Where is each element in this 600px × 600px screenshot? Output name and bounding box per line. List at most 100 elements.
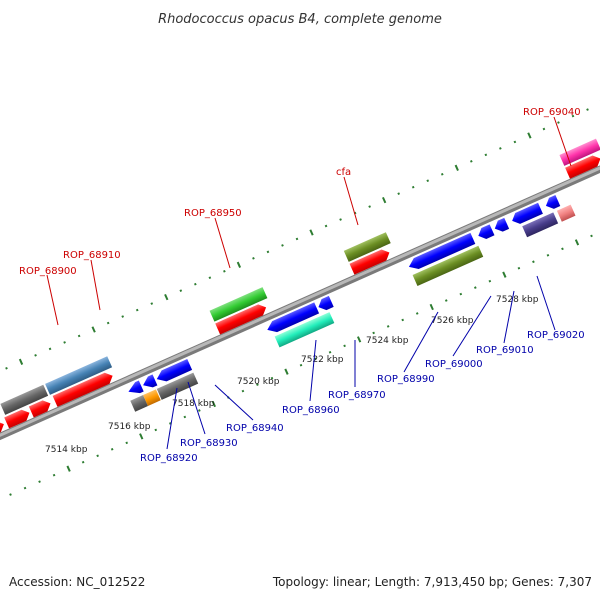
scale-minor-tick — [499, 147, 502, 150]
scale-major-tick — [236, 261, 242, 268]
gene-label-rop-68940[interactable]: ROP_68940 — [226, 423, 284, 434]
gene-label-rop-68900[interactable]: ROP_68900 — [19, 266, 77, 277]
scale-minor-tick — [110, 447, 114, 451]
forward-gene-arrow[interactable] — [52, 370, 115, 407]
scale-major-tick — [574, 239, 580, 246]
scale-labels: 7514 kbp 7516 kbp 7518 kbp 7520 kbp 7522… — [45, 295, 539, 455]
scale-major-tick — [502, 271, 507, 278]
reverse-gene-arrow[interactable] — [406, 232, 476, 272]
gene-bar-rop-68950[interactable] — [209, 287, 268, 322]
scale-minor-tick — [542, 127, 546, 131]
gene-label-rop-69010[interactable]: ROP_69010 — [476, 345, 534, 356]
scale-minor-tick — [372, 331, 375, 335]
scale-minor-tick — [401, 318, 405, 322]
scale-minor-tick — [154, 428, 158, 432]
gene-label-rop-68920[interactable]: ROP_68920 — [140, 453, 198, 464]
scale-minor-tick — [198, 409, 201, 412]
scale-label: 7524 kbp — [366, 336, 409, 346]
scale-major-tick — [356, 336, 362, 343]
gene-label-rop-68960[interactable]: ROP_68960 — [282, 405, 340, 416]
scale-minor-tick — [314, 357, 317, 361]
scale-label: 7518 kbp — [172, 399, 215, 409]
scale-label: 7520 kbp — [237, 377, 280, 387]
reverse-gene-arrow[interactable] — [154, 358, 193, 385]
gene-label-cfa[interactable]: cfa — [336, 167, 351, 178]
scale-minor-tick — [571, 114, 575, 118]
gene-bar[interactable] — [274, 312, 335, 348]
gene-label-rop-68990[interactable]: ROP_68990 — [377, 374, 435, 385]
scale-minor-tick — [106, 321, 110, 325]
gene-label-rop-68970[interactable]: ROP_68970 — [328, 390, 386, 401]
forward-genes-upper — [0, 138, 600, 415]
scale-major-tick — [91, 326, 96, 333]
gene-label-rop-69000[interactable]: ROP_69000 — [425, 359, 483, 370]
forward-gene-arrow[interactable] — [4, 407, 32, 429]
topology-text: Topology: linear; Length: 7,913,450 bp; … — [272, 575, 592, 589]
gene-bar[interactable] — [556, 204, 576, 222]
reverse-gene-arrow[interactable] — [510, 202, 543, 227]
scale-minor-tick — [440, 172, 444, 176]
scale-minor-tick — [150, 302, 154, 305]
forward-gene-arrow[interactable] — [349, 247, 392, 275]
scale-minor-tick — [38, 480, 41, 483]
accession-text: Accession: NC_012522 — [9, 575, 145, 589]
scale-minor-tick — [125, 441, 129, 445]
scale-minor-tick — [324, 224, 328, 228]
scale-minor-tick — [270, 376, 274, 380]
scale-major-tick — [139, 433, 144, 440]
scale-major-tick — [309, 229, 314, 236]
scale-minor-tick — [299, 363, 303, 367]
gene-bar[interactable] — [130, 395, 148, 412]
gene-label-rop-68910[interactable]: ROP_68910 — [63, 250, 121, 261]
gene-bar-rop-69040[interactable] — [559, 138, 600, 166]
scale-minor-tick — [252, 257, 255, 260]
scale-minor-tick — [48, 347, 52, 351]
scale-minor-tick — [590, 234, 593, 238]
scale-minor-tick — [77, 334, 81, 338]
gene-label-rop-69040[interactable]: ROP_69040 — [523, 107, 581, 118]
scale-minor-tick — [9, 493, 12, 496]
reverse-genes-upper — [126, 195, 561, 398]
scale-minor-tick — [81, 460, 85, 464]
gene-label-rop-68930[interactable]: ROP_68930 — [180, 438, 238, 449]
scale-minor-tick — [135, 308, 139, 312]
reverse-gene-arrow[interactable] — [492, 217, 510, 234]
gene-bar-rop-68910[interactable] — [45, 356, 113, 395]
scale-minor-tick — [469, 160, 473, 163]
scale-major-tick — [66, 465, 71, 472]
reverse-gene-arrow[interactable] — [141, 374, 158, 390]
reverse-gene-arrow[interactable] — [544, 195, 561, 211]
reverse-gene-arrow[interactable] — [126, 380, 144, 398]
scale-major-tick — [382, 196, 387, 204]
gene-bar[interactable] — [143, 389, 161, 407]
scale-minor-tick — [586, 108, 589, 111]
scale-label: 7516 kbp — [108, 422, 151, 432]
gene-bar-cfa[interactable] — [343, 232, 391, 262]
scale-minor-tick — [223, 269, 226, 273]
genome-title: Rhodococcus opacus B4, complete genome — [158, 12, 442, 27]
gene-bar[interactable] — [412, 245, 484, 287]
reverse-gene-arrow[interactable] — [265, 302, 320, 335]
scale-minor-tick — [63, 341, 66, 344]
reverse-gene-arrow[interactable] — [316, 295, 334, 313]
gene-bar[interactable] — [522, 212, 559, 238]
forward-gene-arrow[interactable] — [565, 153, 600, 179]
gene-bar[interactable] — [0, 384, 49, 415]
scale-minor-tick — [426, 179, 430, 183]
scale-major-tick — [211, 400, 216, 408]
scale-label: 7526 kbp — [431, 316, 474, 326]
gene-label-rop-69020[interactable]: ROP_69020 — [527, 330, 585, 341]
scale-minor-tick — [23, 486, 27, 490]
scale-minor-tick — [444, 299, 448, 302]
forward-gene-arrow[interactable] — [215, 302, 268, 335]
forward-gene-arrow[interactable] — [28, 398, 53, 418]
genome-track — [0, 99, 600, 496]
scale-label: 7528 kbp — [496, 295, 539, 305]
gene-label-rop-68950[interactable]: ROP_68950 — [184, 208, 242, 219]
reverse-gene-arrow[interactable] — [476, 224, 495, 241]
scale-minor-tick — [532, 260, 535, 264]
gene-bar[interactable] — [156, 372, 199, 400]
scale-minor-tick — [474, 286, 477, 289]
scale-minor-tick — [411, 185, 415, 189]
